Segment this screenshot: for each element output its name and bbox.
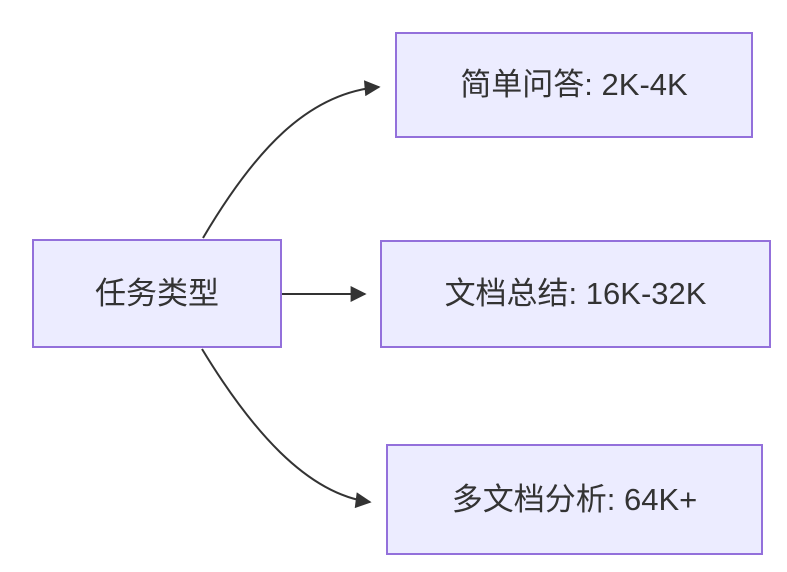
node-doc-summary: 文档总结: 16K-32K [380,240,771,348]
node-label: 多文档分析: 64K+ [451,481,698,517]
node-simple-qa: 简单问答: 2K-4K [395,32,753,138]
node-label: 任务类型 [95,275,219,311]
node-label: 简单问答: 2K-4K [460,67,688,103]
node-task-type: 任务类型 [32,239,282,348]
node-multi-doc-analysis: 多文档分析: 64K+ [386,444,763,555]
edge-root-to-branch3 [201,348,372,509]
node-label: 文档总结: 16K-32K [444,276,707,312]
edge-root-to-branch1 [202,80,381,239]
